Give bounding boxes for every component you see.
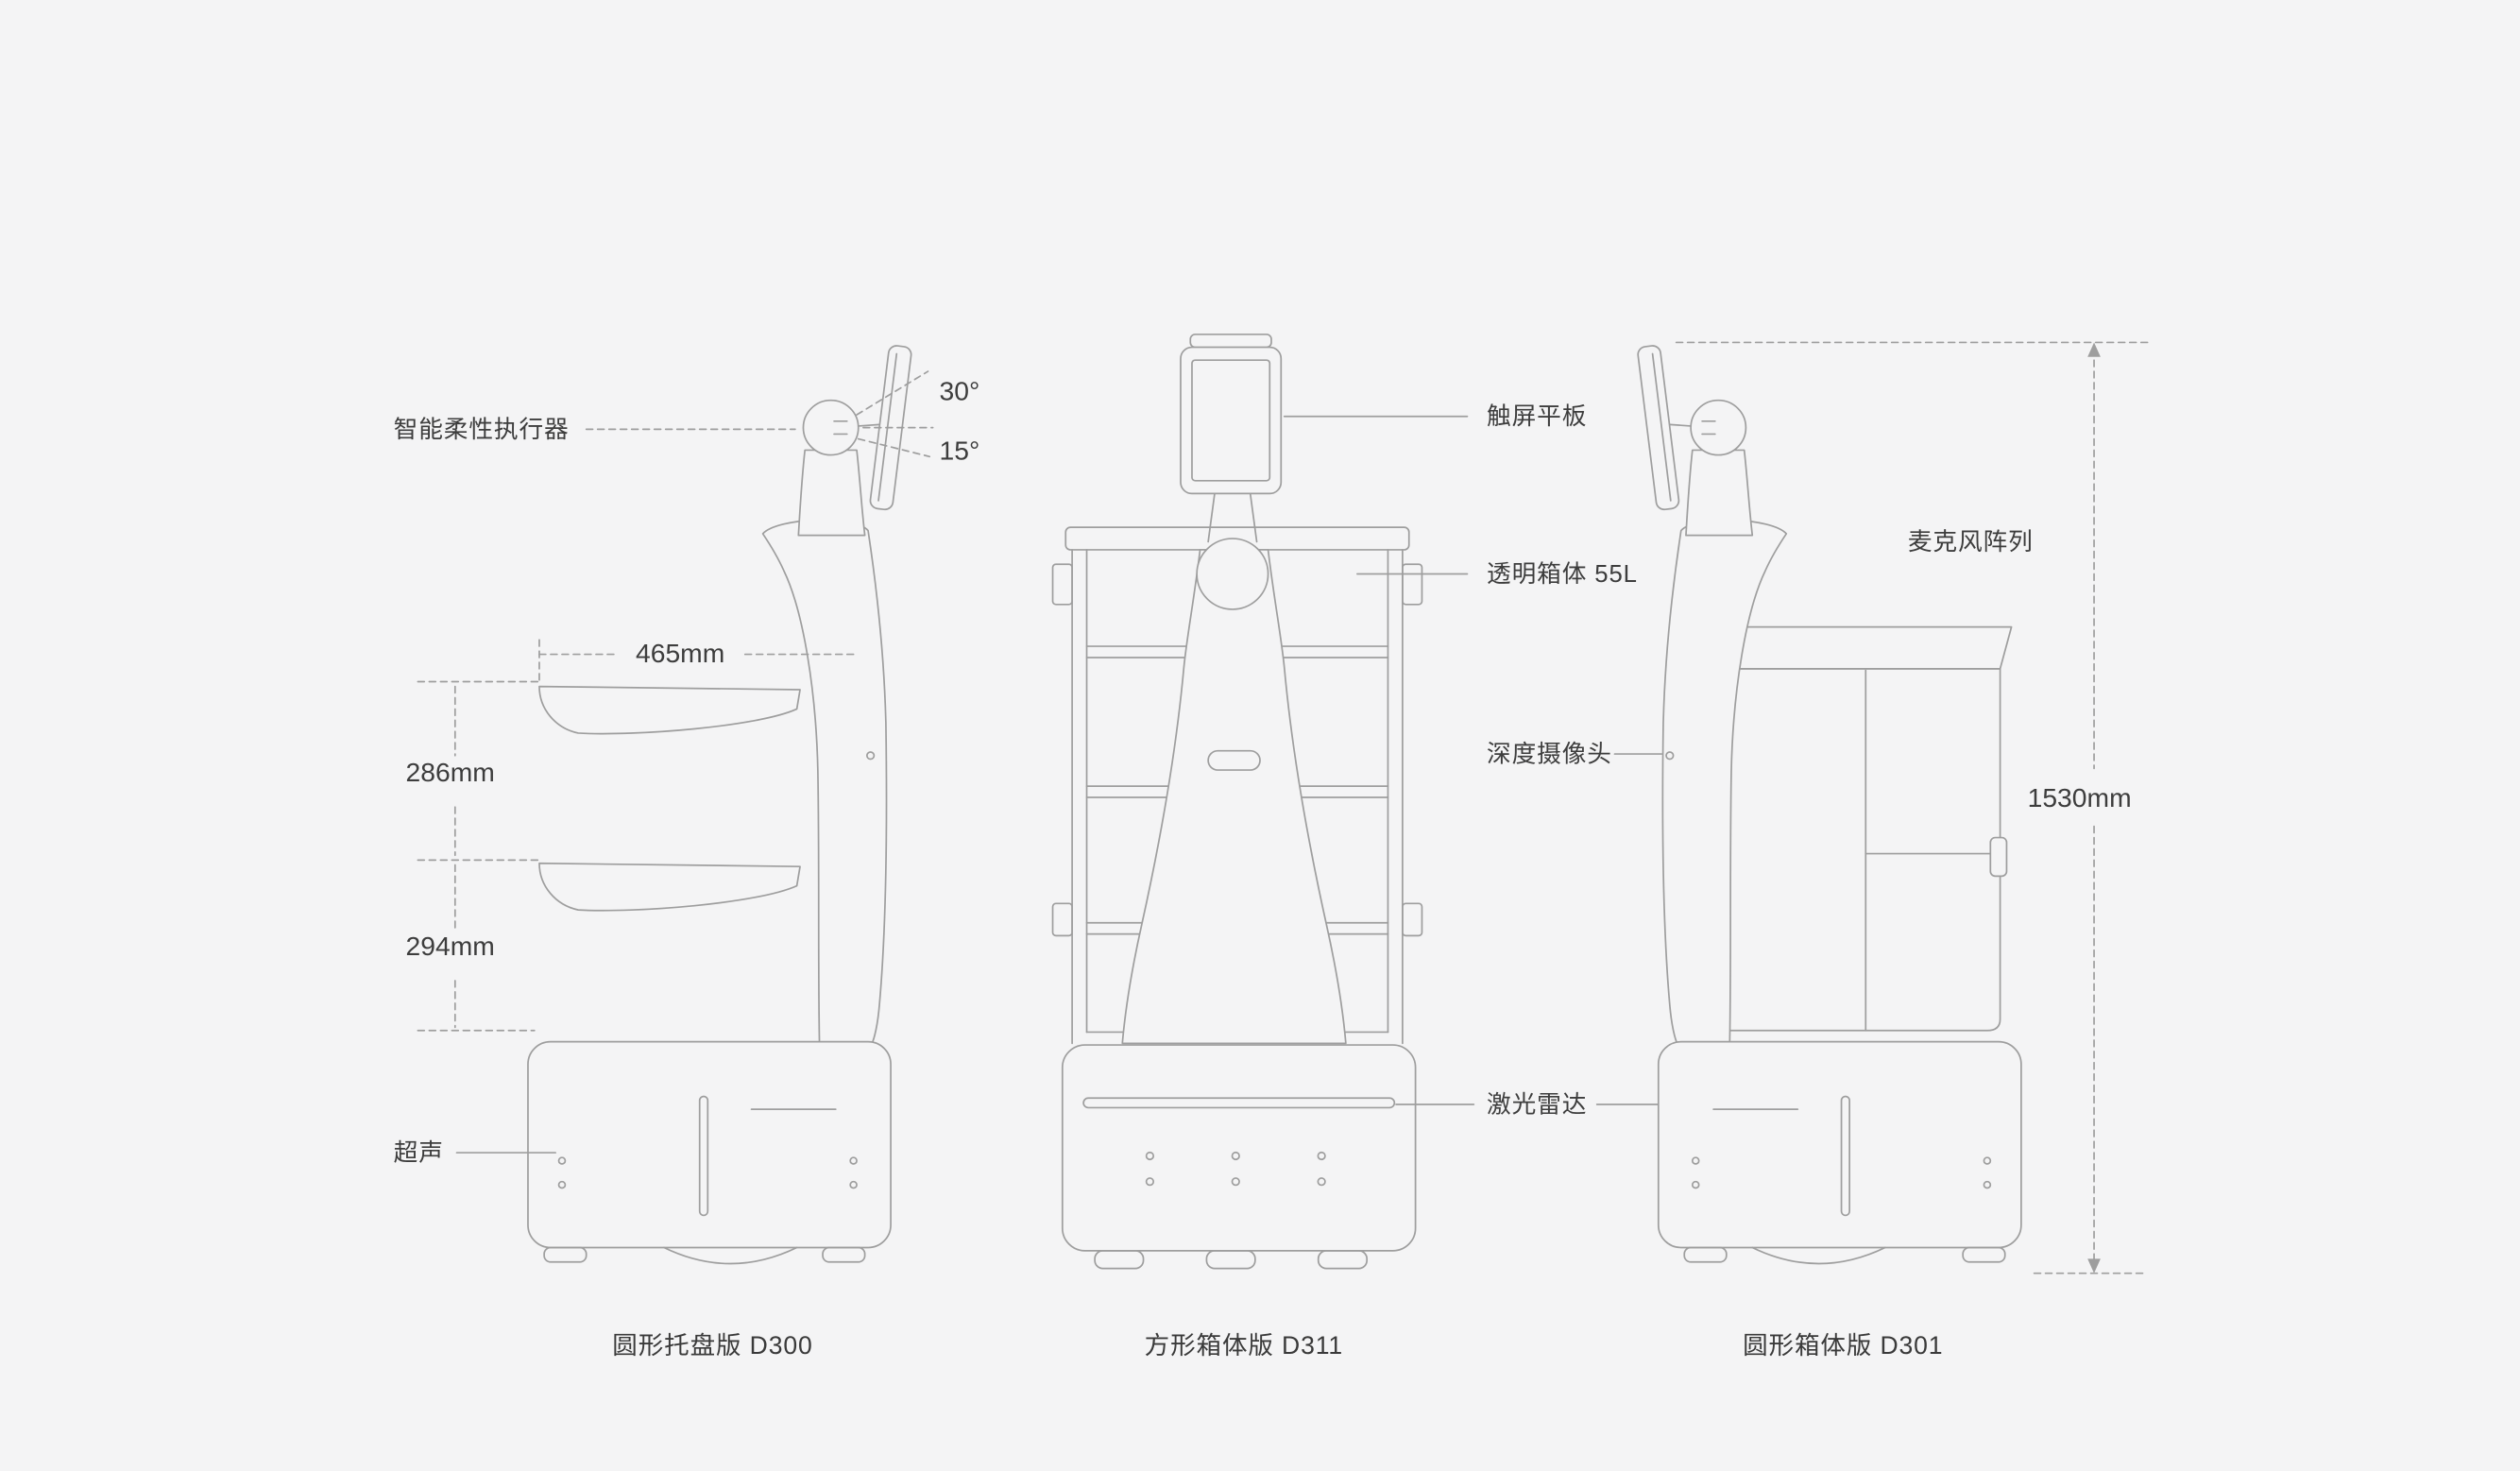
- base-slot: [698, 1095, 709, 1217]
- caption-d300: 圆形托盘版 D300: [612, 1331, 812, 1360]
- ultrasonic-sensor-dot: [849, 1180, 858, 1189]
- base-chassis: [1657, 1040, 2022, 1249]
- tilt-down-value: 15°: [939, 436, 979, 466]
- ultrasonic-sensor-dot: [1317, 1151, 1326, 1161]
- screen-side-view: [1637, 345, 1680, 511]
- tilt-up-value: 30°: [939, 376, 979, 406]
- captions: 圆形托盘版 D300 方形箱体版 D311 圆形箱体版 D301: [612, 1331, 1943, 1360]
- cabinet-handle: [1989, 836, 2008, 878]
- neck-column: [797, 449, 866, 537]
- touchscreen-label: 触屏平板: [1487, 402, 1587, 430]
- ultrasonic-sensor-dot: [1145, 1177, 1155, 1187]
- ultrasonic-sensor-dot: [1691, 1156, 1700, 1165]
- cabin-latch: [1051, 902, 1073, 937]
- ultrasonic-sensor-dot: [557, 1180, 567, 1189]
- robot-d300-drawing: [527, 345, 934, 1265]
- robot-d311-drawing: [1051, 334, 1423, 1270]
- caster-wheel: [822, 1246, 866, 1263]
- ultrasonic-sensor-dot: [557, 1156, 567, 1165]
- spine-handle: [1207, 749, 1261, 771]
- cabin-hinge: [1051, 563, 1073, 606]
- base-chassis: [1061, 1044, 1417, 1252]
- ultrasonic-sensor-dot: [1317, 1177, 1326, 1187]
- depth-camera-label: 深度摄像头: [1487, 741, 1612, 768]
- cabinet-face: [1699, 668, 2001, 1032]
- dim-arrow-down: [2087, 1258, 2101, 1274]
- tablet-bracket: [1207, 492, 1216, 543]
- upper-gap-value: 286mm: [406, 757, 495, 787]
- spine-column: [1121, 549, 1347, 1045]
- ultrasonic-sensor-dot: [1231, 1151, 1240, 1161]
- drive-wheel: [663, 1246, 798, 1265]
- actuator-joint: [1196, 538, 1269, 610]
- depth-camera-dot: [1665, 751, 1675, 761]
- lower-gap-value: 294mm: [406, 931, 495, 961]
- caster-wheel: [1962, 1246, 2006, 1263]
- ultrasonic-sensor-dot: [1983, 1180, 1992, 1189]
- tablet-screen: [1191, 359, 1271, 482]
- screen-hinge: [857, 423, 882, 427]
- total-height-value: 1530mm: [2028, 782, 2132, 812]
- caster-wheel: [1317, 1250, 1369, 1270]
- caster-wheel: [1205, 1250, 1256, 1270]
- lidar-label: 激光雷达: [1487, 1091, 1587, 1119]
- d311-annotations: 触屏平板 透明箱体 55L 深度摄像头 激光雷达: [1283, 402, 1686, 1119]
- ultrasonic-sensor-dot: [1983, 1156, 1992, 1165]
- lidar-slot: [1082, 1097, 1396, 1109]
- caption-d301: 圆形箱体版 D301: [1743, 1331, 1943, 1360]
- ultrasonic-label: 超声: [394, 1139, 444, 1167]
- cabinet-lid: [1702, 625, 2013, 670]
- ultrasonic-sensor-dot: [1231, 1177, 1240, 1187]
- cabin-latch: [1402, 902, 1423, 937]
- actuator-label: 智能柔性执行器: [394, 416, 570, 443]
- drive-wheel: [1751, 1246, 1886, 1265]
- cabin-hinge: [1402, 563, 1423, 606]
- actuator-joint: [802, 399, 860, 456]
- spine-column: [761, 519, 888, 1046]
- depth-camera-dot: [865, 751, 876, 761]
- tilt-ray-down: [857, 437, 931, 458]
- ultrasonic-sensor-dot: [1691, 1180, 1700, 1189]
- ultrasonic-sensor-dot: [849, 1156, 858, 1165]
- dim-arrow-up: [2087, 342, 2101, 357]
- tray-width-value: 465mm: [636, 638, 724, 668]
- lower-tray: [538, 862, 801, 912]
- robot-d301-drawing: [1637, 345, 2022, 1265]
- caster-wheel: [1094, 1250, 1145, 1270]
- screen-panel: [1637, 345, 1680, 511]
- caster-wheel: [1683, 1246, 1728, 1263]
- tablet-body: [1180, 346, 1283, 495]
- spine-column: [1661, 519, 1788, 1046]
- caption-d311: 方形箱体版 D311: [1145, 1331, 1343, 1360]
- neck-column: [1685, 449, 1754, 537]
- caster-wheel: [543, 1246, 587, 1263]
- screen-hinge: [1667, 423, 1692, 427]
- transparent-box-label: 透明箱体 55L: [1487, 560, 1638, 588]
- upper-tray: [538, 685, 801, 735]
- tilt-ray-up: [856, 370, 929, 416]
- d300-annotations: 智能柔性执行器 30° 15° 465mm 286mm 294mm 超声: [394, 376, 980, 1167]
- base-slot: [1840, 1095, 1850, 1217]
- tablet-bracket: [1249, 492, 1258, 543]
- base-chassis: [527, 1040, 892, 1249]
- tablet-top-cap: [1189, 334, 1272, 349]
- mic-array-label: 麦克风阵列: [1908, 528, 2034, 556]
- ultrasonic-sensor-dot: [1145, 1151, 1155, 1161]
- screen-edge: [1651, 352, 1672, 502]
- actuator-joint: [1690, 399, 1747, 456]
